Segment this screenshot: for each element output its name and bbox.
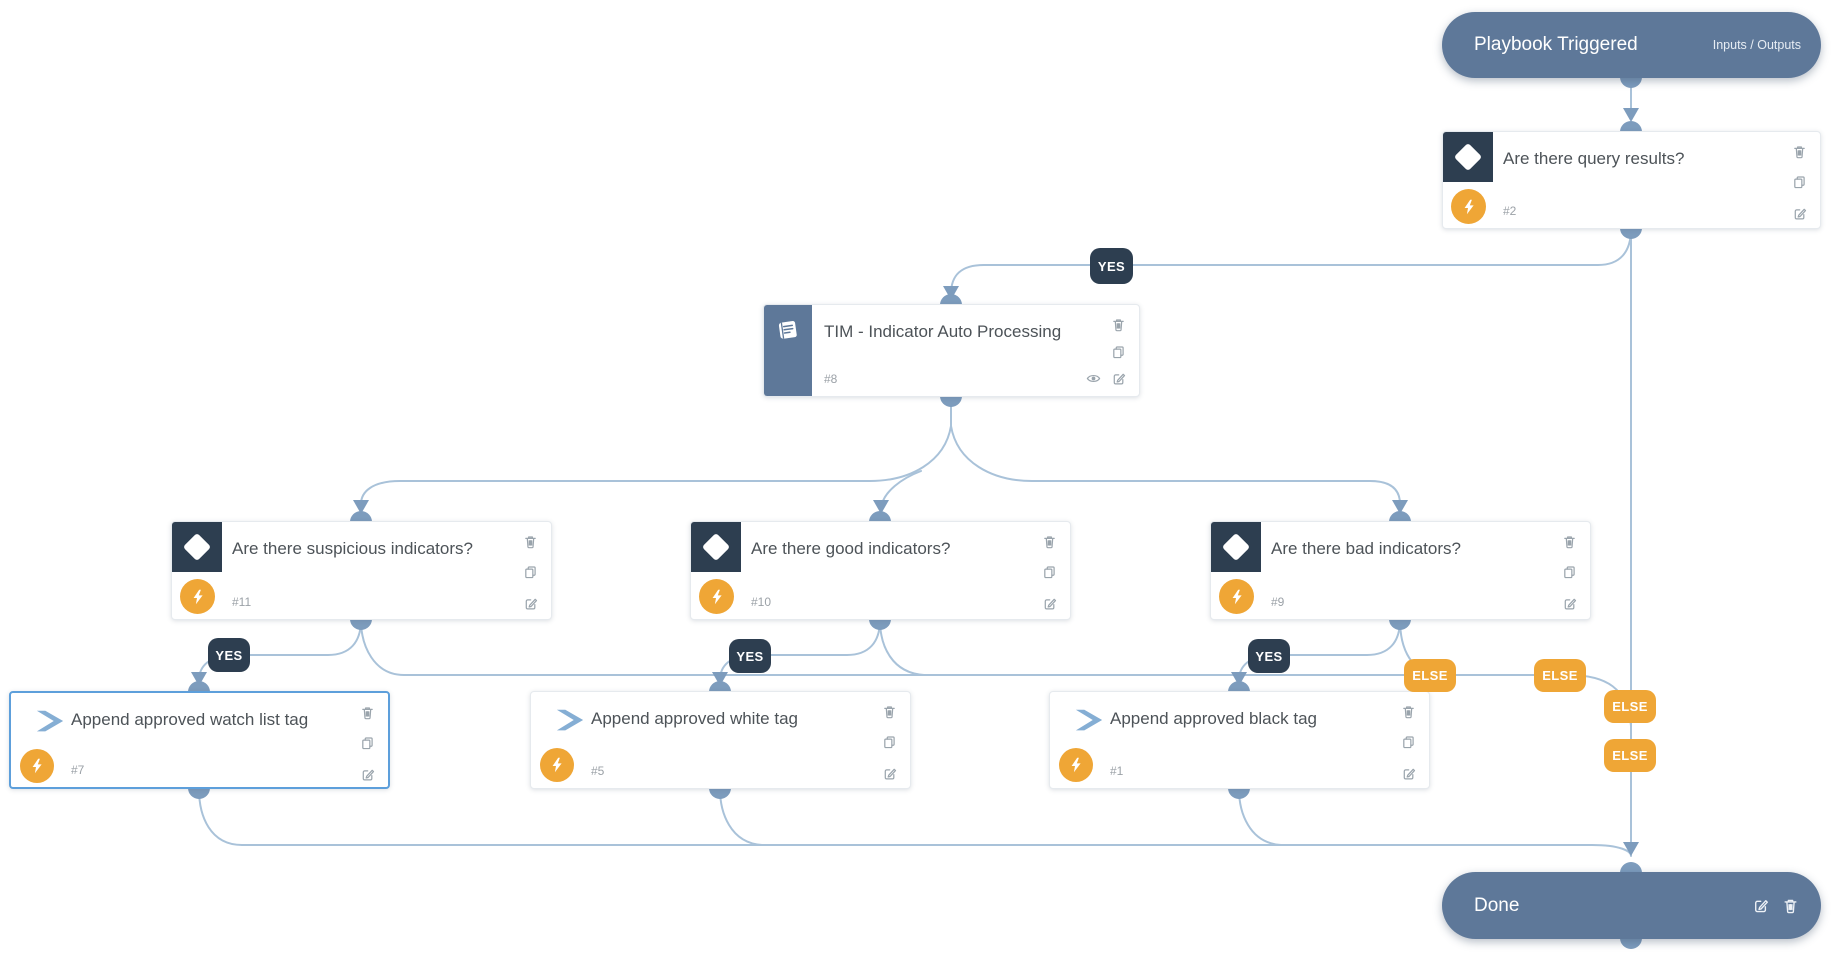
- edit-task-icon[interactable]: [523, 596, 538, 611]
- branch-label-yes[interactable]: YES: [729, 639, 771, 673]
- edit-task-icon[interactable]: [1111, 371, 1126, 386]
- task-number: #10: [751, 595, 772, 609]
- delete-task-icon[interactable]: [523, 534, 538, 549]
- task-number: #5: [591, 764, 605, 778]
- branch-label-yes[interactable]: YES: [1248, 639, 1290, 673]
- branch-label-yes[interactable]: YES: [208, 638, 250, 672]
- delete-task-icon[interactable]: [1792, 144, 1807, 159]
- delete-task-icon[interactable]: [1562, 534, 1577, 549]
- task-title: Are there good indicators?: [751, 539, 951, 558]
- task-node-append-white-tag[interactable]: Append approved white tag #5: [530, 691, 911, 789]
- done-node[interactable]: Done: [1442, 872, 1821, 939]
- branch-label-else[interactable]: ELSE: [1604, 739, 1656, 772]
- chevron-icon: [35, 709, 65, 733]
- done-title: Done: [1474, 894, 1520, 916]
- task-title: Append approved black tag: [1110, 709, 1317, 728]
- diamond-icon: [701, 532, 731, 562]
- lightning-icon: [190, 589, 206, 605]
- copy-task-icon[interactable]: [882, 735, 897, 750]
- edit-task-icon[interactable]: [360, 767, 375, 782]
- quiet-mode-badge: [540, 748, 574, 782]
- task-title: Are there suspicious indicators?: [232, 539, 473, 558]
- lightning-icon: [1461, 199, 1477, 215]
- lightning-icon: [709, 589, 725, 605]
- task-number: #11: [232, 595, 252, 609]
- delete-task-icon[interactable]: [882, 704, 897, 719]
- task-node-tim-playbook[interactable]: TIM - Indicator Auto Processing #8: [763, 304, 1140, 397]
- chevron-icon: [555, 708, 585, 732]
- task-node-query-results[interactable]: Are there query results? #2: [1442, 131, 1821, 229]
- task-number: #2: [1503, 204, 1517, 218]
- task-node-bad-indicators[interactable]: Are there bad indicators? #9: [1210, 521, 1591, 620]
- book-icon: [775, 318, 801, 344]
- task-title: Are there bad indicators?: [1271, 539, 1461, 558]
- delete-done-icon[interactable]: [1782, 897, 1799, 914]
- playbook-trigger-node[interactable]: Playbook Triggered Inputs / Outputs: [1442, 12, 1821, 78]
- branch-label-else[interactable]: ELSE: [1404, 659, 1456, 692]
- edit-task-icon[interactable]: [1792, 206, 1807, 221]
- lightning-icon: [1229, 589, 1245, 605]
- copy-task-icon[interactable]: [1111, 345, 1126, 360]
- task-number: #8: [824, 372, 838, 386]
- edit-task-icon[interactable]: [1042, 596, 1057, 611]
- task-node-good-indicators[interactable]: Are there good indicators? #10: [690, 521, 1071, 620]
- delete-task-icon[interactable]: [360, 705, 375, 720]
- lightning-icon: [549, 757, 565, 773]
- copy-task-icon[interactable]: [1401, 735, 1416, 750]
- chevron-icon: [1074, 708, 1104, 732]
- task-node-suspicious-indicators[interactable]: Are there suspicious indicators? #11: [171, 521, 552, 620]
- copy-task-icon[interactable]: [1792, 175, 1807, 190]
- diamond-icon: [1453, 142, 1483, 172]
- task-number: #9: [1271, 595, 1285, 609]
- branch-label-else[interactable]: ELSE: [1534, 659, 1586, 692]
- task-number: #1: [1110, 764, 1124, 778]
- edit-task-icon[interactable]: [882, 766, 897, 781]
- quiet-mode-badge: [180, 579, 215, 614]
- quiet-mode-badge: [699, 579, 734, 614]
- condition-type-badge: [1443, 132, 1493, 182]
- edit-done-icon[interactable]: [1752, 897, 1769, 914]
- delete-task-icon[interactable]: [1042, 534, 1057, 549]
- copy-task-icon[interactable]: [360, 736, 375, 751]
- branch-label-else[interactable]: ELSE: [1604, 690, 1656, 723]
- delete-task-icon[interactable]: [1111, 317, 1126, 332]
- quiet-mode-badge: [20, 749, 54, 783]
- condition-type-badge: [691, 522, 741, 572]
- copy-task-icon[interactable]: [1562, 565, 1577, 580]
- condition-type-badge: [172, 522, 222, 572]
- lightning-icon: [1068, 757, 1084, 773]
- branch-label-yes[interactable]: YES: [1090, 248, 1133, 284]
- task-node-append-black-tag[interactable]: Append approved black tag #1: [1049, 691, 1430, 789]
- copy-task-icon[interactable]: [1042, 565, 1057, 580]
- diamond-icon: [182, 532, 212, 562]
- task-node-append-watchlist-tag[interactable]: Append approved watch list tag #7: [9, 691, 390, 789]
- edit-task-icon[interactable]: [1401, 766, 1416, 781]
- quiet-mode-badge: [1219, 579, 1254, 614]
- edit-task-icon[interactable]: [1562, 596, 1577, 611]
- quiet-mode-badge: [1451, 189, 1486, 224]
- task-title: Append approved watch list tag: [71, 710, 309, 729]
- task-number: #7: [71, 763, 85, 777]
- lightning-icon: [29, 758, 45, 774]
- task-title: Are there query results?: [1503, 149, 1685, 168]
- preview-eye-icon[interactable]: [1086, 371, 1101, 386]
- task-title: Append approved white tag: [591, 709, 798, 728]
- quiet-mode-badge: [1059, 748, 1093, 782]
- delete-task-icon[interactable]: [1401, 704, 1416, 719]
- diamond-icon: [1221, 532, 1251, 562]
- inputs-outputs-link[interactable]: Inputs / Outputs: [1712, 38, 1801, 52]
- task-title: TIM - Indicator Auto Processing: [824, 322, 1062, 341]
- trigger-title: Playbook Triggered: [1474, 34, 1638, 55]
- condition-type-badge: [1211, 522, 1261, 572]
- copy-task-icon[interactable]: [523, 565, 538, 580]
- playbook-type-badge: [764, 305, 812, 396]
